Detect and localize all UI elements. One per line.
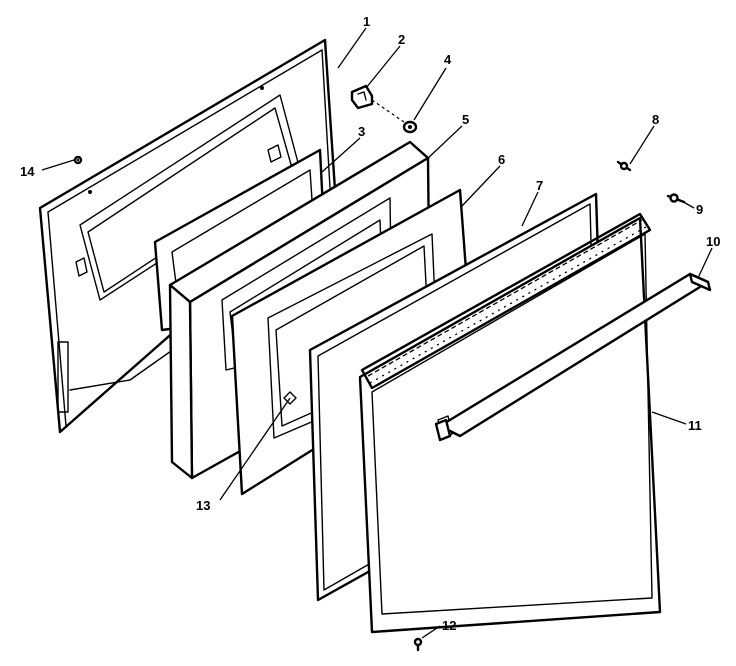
leader-12 (421, 625, 441, 639)
leader-2 (365, 45, 401, 89)
leader-6 (461, 165, 501, 207)
callout-11: 11 (688, 418, 702, 433)
callout-3: 3 (358, 124, 365, 139)
part-10-handle (434, 272, 712, 442)
leader-9 (679, 199, 695, 209)
leader-14 (41, 159, 75, 171)
leader-4 (413, 67, 447, 121)
callout-14: 14 (20, 164, 35, 179)
leader-3 (321, 137, 361, 173)
leader-10 (697, 247, 713, 279)
callout-2: 2 (398, 32, 405, 47)
leader-8 (629, 125, 655, 165)
leader-lines (41, 27, 713, 639)
part-11-outer-door-panel (358, 212, 662, 634)
leader-5 (425, 125, 463, 161)
part-8-screw (616, 160, 632, 172)
callout-6: 6 (498, 152, 505, 167)
callout-8: 8 (652, 112, 659, 127)
callout-numbers: 1 2 3 4 5 6 7 8 9 10 11 12 13 14 (20, 14, 720, 633)
callout-12: 12 (442, 618, 456, 633)
part-12-screw (413, 637, 423, 652)
leader-11 (651, 411, 687, 425)
callout-9: 9 (696, 202, 703, 217)
leader-7 (521, 191, 539, 227)
leader-13 (219, 397, 291, 501)
callout-4: 4 (444, 52, 452, 67)
part-4-screw (371, 99, 418, 134)
callout-7: 7 (536, 178, 543, 193)
callout-13: 13 (196, 498, 210, 513)
part-2-bracket (350, 84, 374, 110)
callout-10: 10 (706, 234, 720, 249)
callout-1: 1 (363, 14, 370, 29)
part-14-screw (73, 155, 83, 165)
leader-1 (337, 27, 367, 69)
callout-5: 5 (462, 112, 469, 127)
